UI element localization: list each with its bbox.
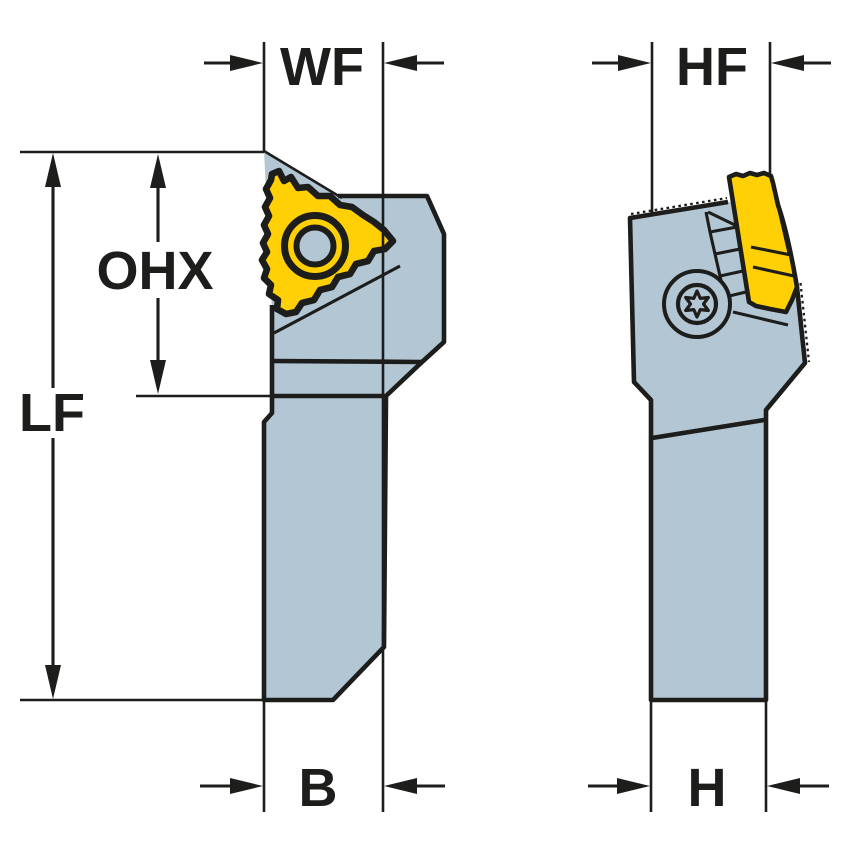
front-neck-line-upper (271, 358, 423, 365)
insert-side-step-line-1 (750, 245, 792, 257)
front-view (258, 149, 447, 703)
front-insert-seat-line (273, 264, 401, 335)
h-label: H (688, 758, 727, 818)
ohx-dimension (150, 154, 166, 394)
insert-hole-inner-ring (293, 224, 337, 268)
side-head-shank-boundary (651, 417, 765, 441)
wf-label: WF (280, 37, 364, 97)
wf-arrow-right-icon (384, 55, 417, 71)
side-top-rail-serration (630, 196, 728, 216)
h-dimension (588, 778, 829, 794)
hf-arrow-right-icon (771, 55, 804, 71)
ohx-arrow-down-icon (150, 360, 166, 394)
hf-extension-left (649, 42, 654, 812)
b-dimension (200, 778, 445, 794)
threading-insert-side (726, 170, 800, 315)
side-clamp-steps (704, 210, 747, 299)
hf-extension-right (764, 42, 772, 812)
torx-screw-icon (662, 269, 732, 339)
front-tip-diagonal (263, 149, 343, 200)
threading-insert-front (258, 167, 397, 318)
ohx-arrow-up-icon (150, 154, 166, 188)
b-arrow-left-icon (230, 778, 263, 794)
wf-arrow-left-icon (230, 55, 263, 71)
lf-dimension (45, 153, 61, 699)
h-arrow-left-icon (617, 778, 650, 794)
side-insert-seat-line (732, 310, 789, 327)
hf-arrow-left-icon (618, 55, 651, 71)
dimension-labels: WF HF OHX LF B H (19, 37, 748, 818)
hf-label: HF (676, 37, 748, 97)
side-view (627, 170, 811, 703)
hf-dimension (592, 55, 831, 71)
wf-dimension (204, 55, 444, 71)
torx-star (684, 289, 710, 319)
side-right-rail-serration (799, 282, 811, 363)
lf-arrow-up-icon (45, 153, 61, 187)
dimension-lines (20, 42, 831, 812)
h-arrow-right-icon (767, 778, 800, 794)
b-arrow-right-icon (384, 778, 417, 794)
front-tool-outline (261, 193, 447, 703)
insert-hole-outer-ring (281, 212, 349, 280)
lf-arrow-down-icon (45, 665, 61, 699)
insert-side-profile-icon (726, 170, 800, 315)
lf-label: LF (19, 383, 85, 443)
insert-side-step-line-2 (752, 265, 795, 278)
insert-side-facet-line (771, 183, 791, 254)
ohx-label: OHX (96, 241, 213, 301)
b-label: B (299, 758, 338, 818)
